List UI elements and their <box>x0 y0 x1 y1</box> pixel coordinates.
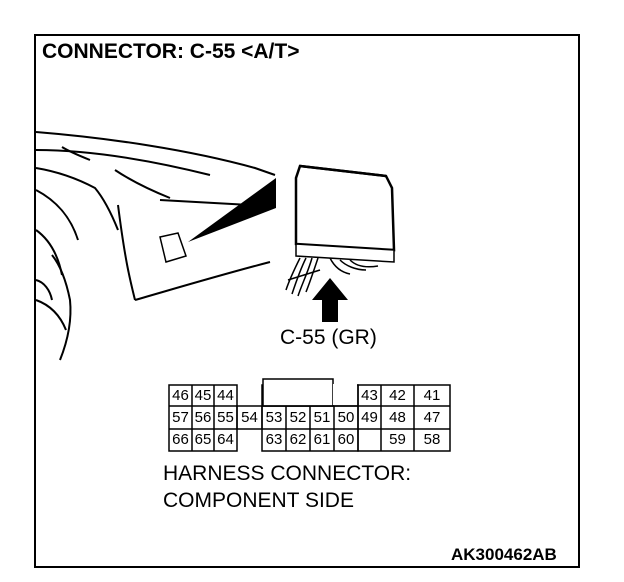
pin-label: 65 <box>194 431 212 448</box>
pin-label: 59 <box>389 431 406 448</box>
pin-label: 43 <box>361 387 378 404</box>
harness-wires <box>285 257 379 297</box>
pin-label: 60 <box>337 431 355 448</box>
connector-callout-label: C-55 (GR) <box>280 326 377 349</box>
pin-label: 64 <box>217 431 234 448</box>
pin-label: 50 <box>337 409 355 426</box>
pin-label: 53 <box>265 409 283 426</box>
pin-label: 54 <box>241 409 258 426</box>
connector-lock-tab <box>262 378 334 407</box>
pin-label: 44 <box>217 387 234 404</box>
connector-title: CONNECTOR: C-55 <A/T> <box>42 40 300 63</box>
pin-label: 51 <box>313 409 331 426</box>
pin-label: 46 <box>172 387 189 404</box>
pin-label: 61 <box>313 431 331 448</box>
pin-label: 48 <box>389 409 406 426</box>
pin-label: 55 <box>217 409 234 426</box>
connector-location-box <box>159 232 187 263</box>
pin-label: 66 <box>172 431 189 448</box>
pin-label: 62 <box>289 431 307 448</box>
pin-label: 57 <box>172 409 189 426</box>
pin-grid-outline <box>168 384 451 452</box>
view-label-line2: COMPONENT SIDE <box>163 489 354 512</box>
pin-label: 42 <box>389 387 406 404</box>
pointer-wedge <box>188 178 276 242</box>
pin-label: 63 <box>265 431 283 448</box>
diagram-frame <box>34 34 580 568</box>
figure-code: AK300462AB <box>451 545 557 564</box>
pin-label: 56 <box>194 409 212 426</box>
view-label-line1: HARNESS CONNECTOR: <box>163 462 412 485</box>
pin-label: 49 <box>361 409 378 426</box>
pin-label: 58 <box>423 431 441 448</box>
ecu-component <box>294 164 396 263</box>
pin-label: 47 <box>423 409 441 426</box>
pin-label: 45 <box>194 387 212 404</box>
pin-label: 52 <box>289 409 307 426</box>
pin-label: 41 <box>423 387 441 404</box>
dashboard-outline <box>35 131 276 361</box>
connector-arrow <box>312 278 348 322</box>
